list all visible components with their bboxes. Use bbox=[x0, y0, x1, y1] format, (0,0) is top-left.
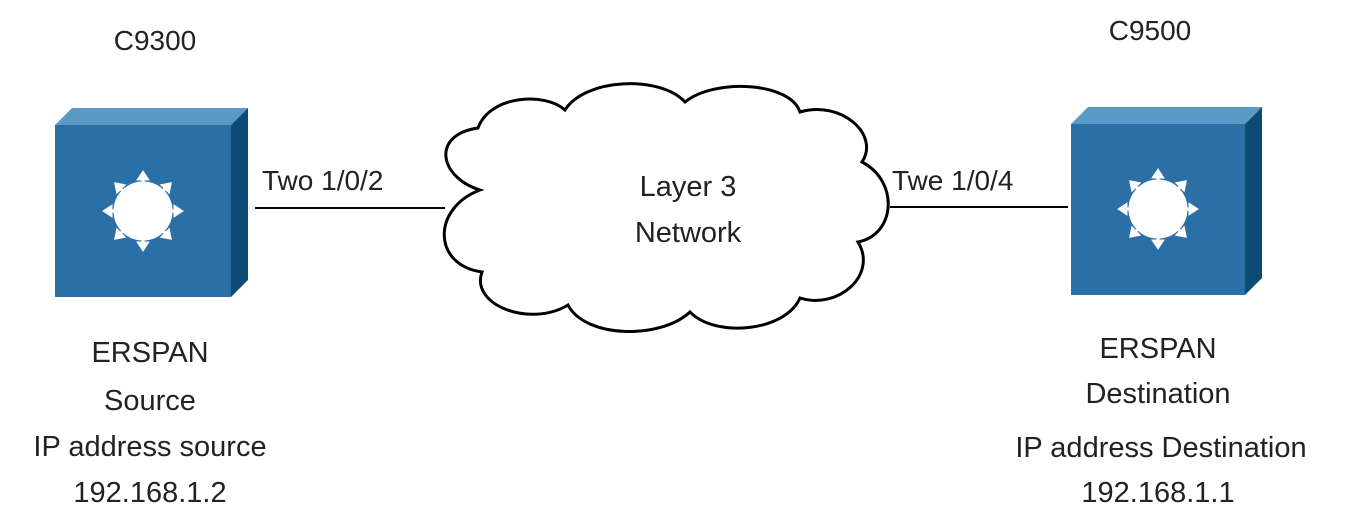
right-role-line2: Destination bbox=[1085, 378, 1230, 410]
cloud-label-line1: Layer 3 bbox=[640, 171, 737, 203]
layer3-network-cloud[interactable]: Layer 3 Network bbox=[442, 82, 890, 333]
cloud-icon bbox=[442, 82, 890, 333]
switch-c9300[interactable] bbox=[55, 108, 248, 297]
left-role-line1: ERSPAN bbox=[91, 337, 208, 369]
right-ip-label: IP address Destination bbox=[1015, 432, 1306, 464]
right-ip-value: 192.168.1.1 bbox=[1081, 477, 1234, 508]
layer3-switch-icon bbox=[55, 108, 248, 297]
left-switch-model: C9300 bbox=[114, 25, 197, 56]
right-role-line1: ERSPAN bbox=[1099, 333, 1216, 365]
switch-c9500[interactable] bbox=[1071, 107, 1262, 295]
left-role-line2: Source bbox=[104, 385, 196, 417]
left-ip-label: IP address source bbox=[33, 431, 266, 463]
cloud-label-line2: Network bbox=[635, 217, 742, 249]
layer3-switch-icon bbox=[1071, 107, 1262, 295]
right-interface-label: Twe 1/0/4 bbox=[892, 165, 1013, 196]
right-switch-model: C9500 bbox=[1109, 15, 1192, 46]
left-ip-value: 192.168.1.2 bbox=[73, 477, 226, 508]
left-interface-label: Two 1/0/2 bbox=[262, 165, 383, 196]
